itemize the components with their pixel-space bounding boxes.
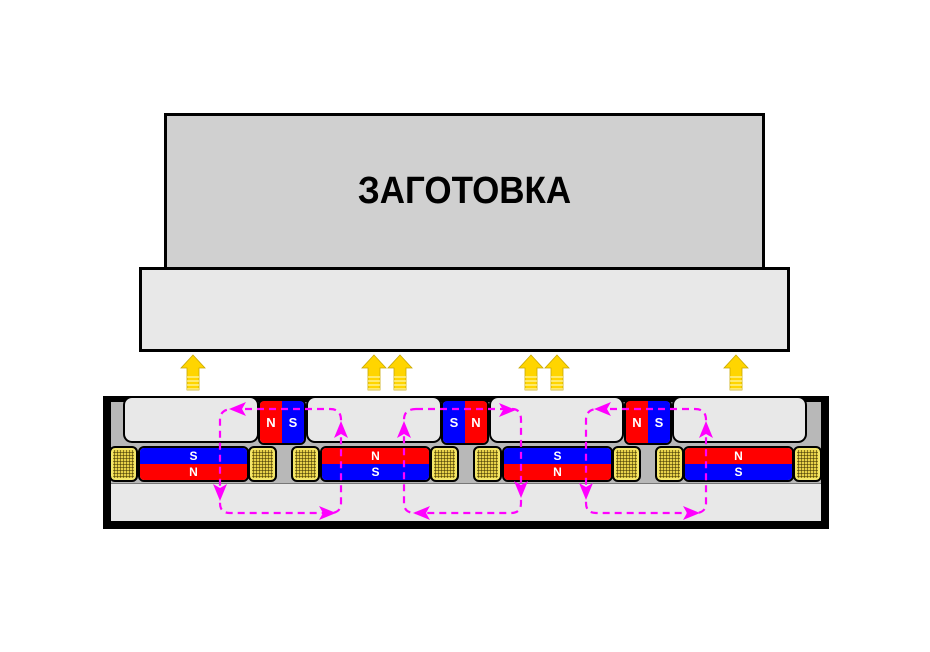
core-magnet-4: N S: [683, 446, 794, 482]
coil-icon: [109, 446, 138, 482]
magnet-pole-label: S: [648, 401, 670, 443]
workpiece: ЗАГОТОВКА: [164, 113, 765, 270]
magnet-pole-label: S: [282, 401, 304, 443]
magnet-pole-label: N: [685, 448, 792, 464]
coil-icon: [291, 446, 320, 482]
magnet-pole-label: S: [322, 464, 429, 480]
flux-arrow-icon: [514, 481, 528, 498]
magnet-pole-label: S: [504, 448, 611, 464]
flux-arrow-icon: [699, 421, 713, 438]
coil-icon: [248, 446, 277, 482]
flux-loop-1: [218, 407, 343, 515]
magnet-pole-label: N: [504, 464, 611, 480]
coil-icon: [612, 446, 641, 482]
pole-piece-3: [489, 396, 624, 443]
coil-icon: [473, 446, 502, 482]
flux-arrow-icon: [499, 403, 516, 417]
flux-arrow-icon: [213, 484, 227, 501]
side-magnet-1: N S: [258, 399, 306, 445]
flux-arrow-icon: [334, 421, 348, 438]
magnet-pole-label: N: [260, 401, 282, 443]
pole-piece-4: [672, 396, 807, 443]
flux-loop-3: [584, 407, 708, 515]
flux-arrow-icon: [594, 402, 611, 416]
workpiece-label: ЗАГОТОВКА: [357, 170, 572, 212]
intermediate-plate: [139, 267, 790, 352]
flux-arrow-icon: [579, 483, 593, 500]
magnet-pole-label: N: [322, 448, 429, 464]
side-magnet-3: N S: [624, 399, 672, 445]
flux-loop-2: [402, 407, 523, 515]
magnet-pole-label: N: [465, 401, 487, 443]
magnet-pole-label: N: [626, 401, 648, 443]
flux-arrow-icon: [229, 402, 246, 416]
side-magnet-2: S N: [441, 399, 489, 445]
flux-arrow-icon: [397, 421, 411, 438]
flux-arrow-icon: [683, 506, 700, 520]
magnet-pole-label: S: [443, 401, 465, 443]
coil-icon: [793, 446, 822, 482]
flux-arrow-icon: [413, 506, 430, 520]
coil-icon: [430, 446, 459, 482]
chuck-base-plate: [111, 483, 821, 521]
flux-arrow-icon: [319, 506, 336, 520]
magnet-pole-label: S: [685, 464, 792, 480]
core-magnet-3: S N: [502, 446, 613, 482]
coil-icon: [655, 446, 684, 482]
